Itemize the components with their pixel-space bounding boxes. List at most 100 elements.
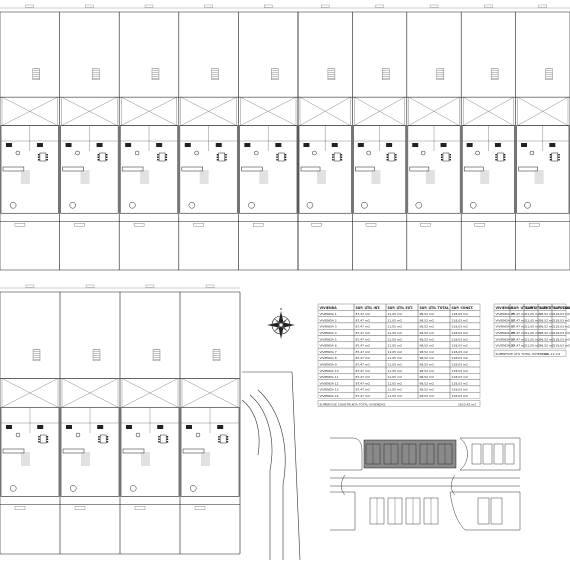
table-cell-text: 118,03 m2 [452,318,468,322]
chair [225,154,227,156]
washbasin [135,432,141,438]
bathtub [386,143,393,147]
porch-cross [1,96,58,126]
chair [340,159,343,161]
exterior-stair [32,349,41,361]
chair [284,156,287,158]
chair [386,156,389,158]
table-header-text: SUP. CONST. [554,306,570,310]
kitchen-counter [241,166,263,172]
north-label: N [280,307,282,311]
table-cell-text: VIVIENDA 15 [496,312,515,316]
round-table [248,201,255,209]
table-cell-text: 98,52 m2 [420,375,434,379]
table-cell-text: 118,03 m2 [452,363,468,367]
dining-table [551,152,559,162]
chair [157,156,159,158]
bathtub [494,143,501,147]
table-cell-text: 98,52 m2 [420,318,434,322]
table-cell-text: 98,52 m2 [420,344,434,348]
round-table [129,201,136,209]
chair [332,159,334,161]
house-unit [0,4,60,271]
bathtub [466,143,473,147]
table-cell-text: 87,47 m2 [356,356,370,360]
house-unit [515,4,570,271]
dining-table [218,152,225,162]
table-cell-text: 98,52 m2 [420,312,434,316]
dimension-tag [205,284,215,288]
table-cell-text: 118,03 m2 [452,350,468,354]
chair [449,154,451,156]
chair [495,154,497,156]
kitchen-counter [2,448,25,454]
table-header-text: VIVIENDA [496,306,514,310]
table-cell-text: VIVIENDA 12 [320,381,339,385]
round-table [189,485,197,492]
kitchen-counter [2,166,25,172]
chair [97,159,100,161]
bathtub [126,425,132,429]
dimension-tag [429,4,439,8]
chair [158,438,160,440]
round-table [188,201,196,209]
washbasin [529,150,535,156]
table-cell-text: VIVIENDA 11 [320,375,339,379]
table-footer-label: SUPERFICIE CONSTRUIDA TOTAL VIVIENDAS [320,402,386,406]
building-block-bottom-left [0,284,241,555]
table-cell-text: 98,52 m2 [540,331,554,335]
table-cell-text: 98,52 m2 [420,394,434,398]
bathtub [521,143,528,147]
porch-cross [463,96,514,126]
dining-table [99,152,106,162]
chair [276,156,278,158]
round-table [306,201,314,209]
mini-house [493,443,504,465]
chair [218,438,220,440]
bathtub [66,425,72,429]
dimension-tag [25,4,34,8]
exterior-stair [152,349,161,361]
table-cell-text: 11,05 m2 [388,369,402,373]
mini-housing-blocks [363,439,515,525]
washbasin [15,150,21,156]
entry-step [311,223,322,227]
house-unit [59,4,120,271]
chair [386,159,389,161]
table-cell [551,341,567,349]
bathtub [244,143,251,147]
table-cell-text: 118,03 m2 [554,325,570,329]
chair [46,159,48,161]
table-cell-text: VIVIENDA 13 [320,388,339,392]
chair [332,156,334,158]
mini-house [482,443,493,465]
entry-step [420,223,431,227]
dimension-tag [85,4,94,8]
table-cell-text: 98,52 m2 [420,337,434,341]
chair [226,436,229,438]
dimension-tag [484,4,493,8]
table-cell-text: VIVIENDA 4 [320,331,337,335]
dining-table [158,152,166,162]
table-cell-text: 87,47 m2 [356,337,370,341]
kitchen-counter [121,166,144,172]
chair [284,154,287,156]
chair [98,441,100,443]
exterior-stair [212,349,221,361]
chair [97,154,100,156]
bathtub [186,425,192,429]
table-cell-text: 87,47 m2 [356,344,370,348]
chair [46,156,48,158]
kitchen-counter [409,166,430,172]
dimension-tag [375,4,384,8]
table-footer-row [317,400,481,407]
entry-step [194,506,206,510]
chair [549,159,552,161]
washbasin [475,150,480,156]
chair [106,159,108,161]
kitchen-counter [181,166,203,172]
porch-cross [61,378,119,408]
chair [37,156,40,158]
